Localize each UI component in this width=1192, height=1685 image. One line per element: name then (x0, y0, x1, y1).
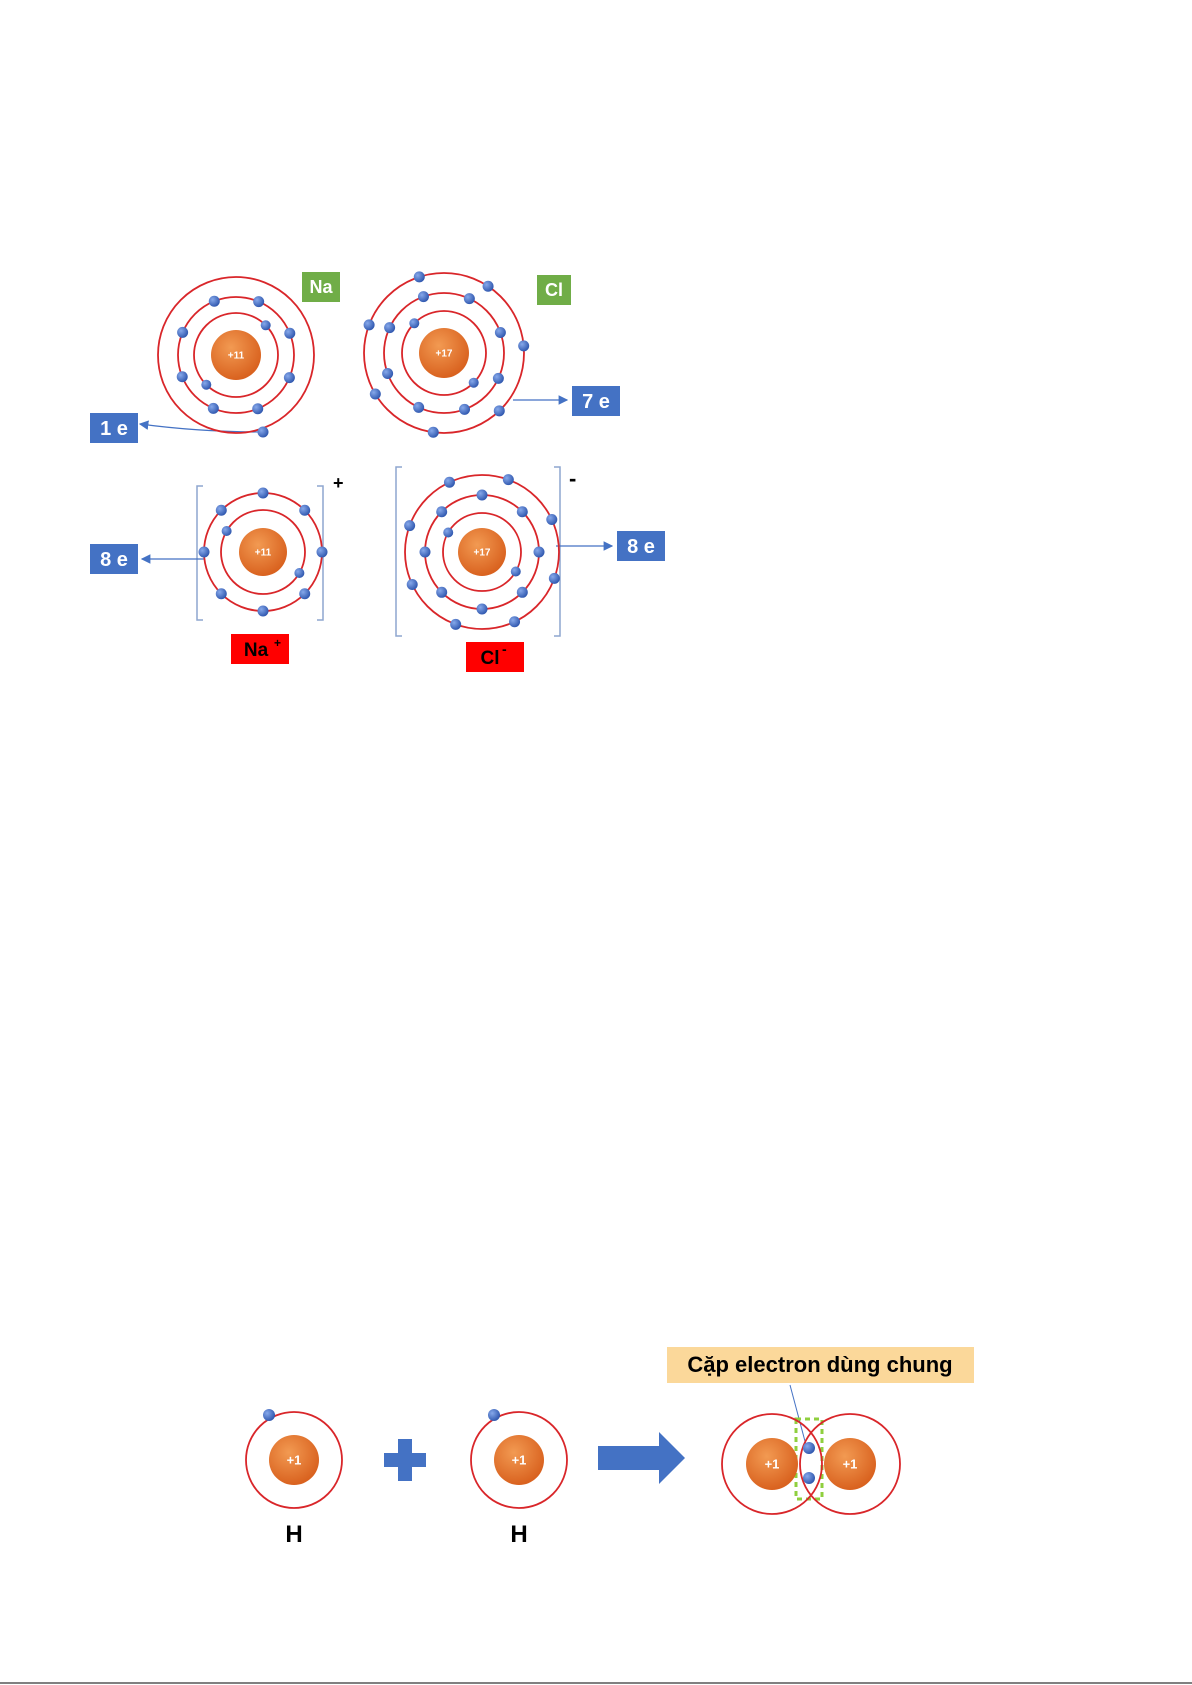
electron (803, 1442, 815, 1454)
electron (253, 296, 264, 307)
electron (503, 474, 514, 485)
electron (509, 616, 520, 627)
electron (199, 547, 210, 558)
electron (284, 328, 295, 339)
electron (450, 619, 461, 630)
electron (382, 368, 393, 379)
electron (216, 588, 227, 599)
label-cl: Cl (537, 275, 571, 305)
electron (299, 588, 310, 599)
label-8e-cl: 8 e (617, 531, 665, 561)
electron (518, 340, 529, 351)
electron (258, 488, 269, 499)
electron (284, 372, 295, 383)
electron (534, 547, 545, 558)
electron (209, 296, 220, 307)
electron (549, 573, 560, 584)
label-cl-text: Cl (545, 280, 563, 300)
electron (201, 380, 211, 390)
electron (428, 427, 439, 438)
nucleus-charge: +11 (228, 351, 245, 362)
label-7e: 7 e (572, 386, 620, 416)
label-1e-text: 1 e (100, 418, 128, 440)
nucleus-charge: +17 (474, 548, 491, 559)
electron (317, 547, 328, 558)
electron (208, 403, 219, 414)
label-na-text: Na (309, 277, 333, 297)
nucleus-charge: +17 (436, 349, 453, 360)
electron (384, 322, 395, 333)
cl-ion-bracket-sign: - (569, 466, 576, 491)
label-na-ion-sup: + (274, 636, 281, 650)
electron (436, 506, 447, 517)
nucleus-charge: +1 (765, 1457, 780, 1472)
electron (370, 389, 381, 400)
electron (469, 378, 479, 388)
shared-pair-label: Cặp electron dùng chung (687, 1352, 952, 1377)
electron (546, 514, 557, 525)
electron (420, 547, 431, 558)
electron (177, 371, 188, 382)
label-cl-ion: Cl - (466, 641, 524, 672)
label-cl-ion-sup: - (502, 641, 507, 657)
electron (517, 506, 528, 517)
label-1e: 1 e (90, 413, 138, 443)
label-na: Na (302, 272, 340, 302)
label-8e-na-text: 8 e (100, 549, 128, 571)
electron (477, 490, 488, 501)
electron (517, 587, 528, 598)
electron (488, 1409, 500, 1421)
label-7e-text: 7 e (582, 391, 610, 413)
label-8e-na: 8 e (90, 544, 138, 574)
shared-pair-callout: Cặp electron dùng chung (667, 1347, 974, 1383)
electron (443, 528, 453, 538)
nucleus-charge: +11 (255, 548, 272, 559)
na-ion-bracket-sign: + (333, 473, 344, 493)
electron (464, 293, 475, 304)
electron (459, 404, 470, 415)
nucleus-charge: +1 (843, 1457, 858, 1472)
electron (511, 567, 521, 577)
electron (436, 587, 447, 598)
electron (803, 1472, 815, 1484)
electron (364, 319, 375, 330)
electron (414, 271, 425, 282)
electron (216, 505, 227, 516)
electron (477, 604, 488, 615)
electron (299, 505, 310, 516)
electron (493, 373, 504, 384)
label-na-ion: Na + (231, 634, 289, 664)
label-cl-ion-text: Cl (481, 648, 500, 669)
electron (409, 318, 419, 328)
electron (252, 403, 263, 414)
electron (222, 526, 232, 536)
electron (444, 477, 455, 488)
electron (177, 327, 188, 338)
electron (294, 568, 304, 578)
electron (263, 1409, 275, 1421)
electron (258, 606, 269, 617)
label-na-ion-text: Na (244, 640, 269, 661)
nucleus-charge: +1 (512, 1453, 527, 1468)
electron (258, 427, 269, 438)
electron (407, 579, 418, 590)
electron (404, 520, 415, 531)
h1-label: H (285, 1521, 302, 1548)
electron (418, 291, 429, 302)
electron (261, 320, 271, 330)
label-8e-cl-text: 8 e (627, 536, 655, 558)
electron (494, 405, 505, 416)
nucleus-charge: +1 (287, 1453, 302, 1468)
electron (413, 402, 424, 413)
h2-label: H (510, 1521, 527, 1548)
electron (495, 327, 506, 338)
electron (483, 281, 494, 292)
